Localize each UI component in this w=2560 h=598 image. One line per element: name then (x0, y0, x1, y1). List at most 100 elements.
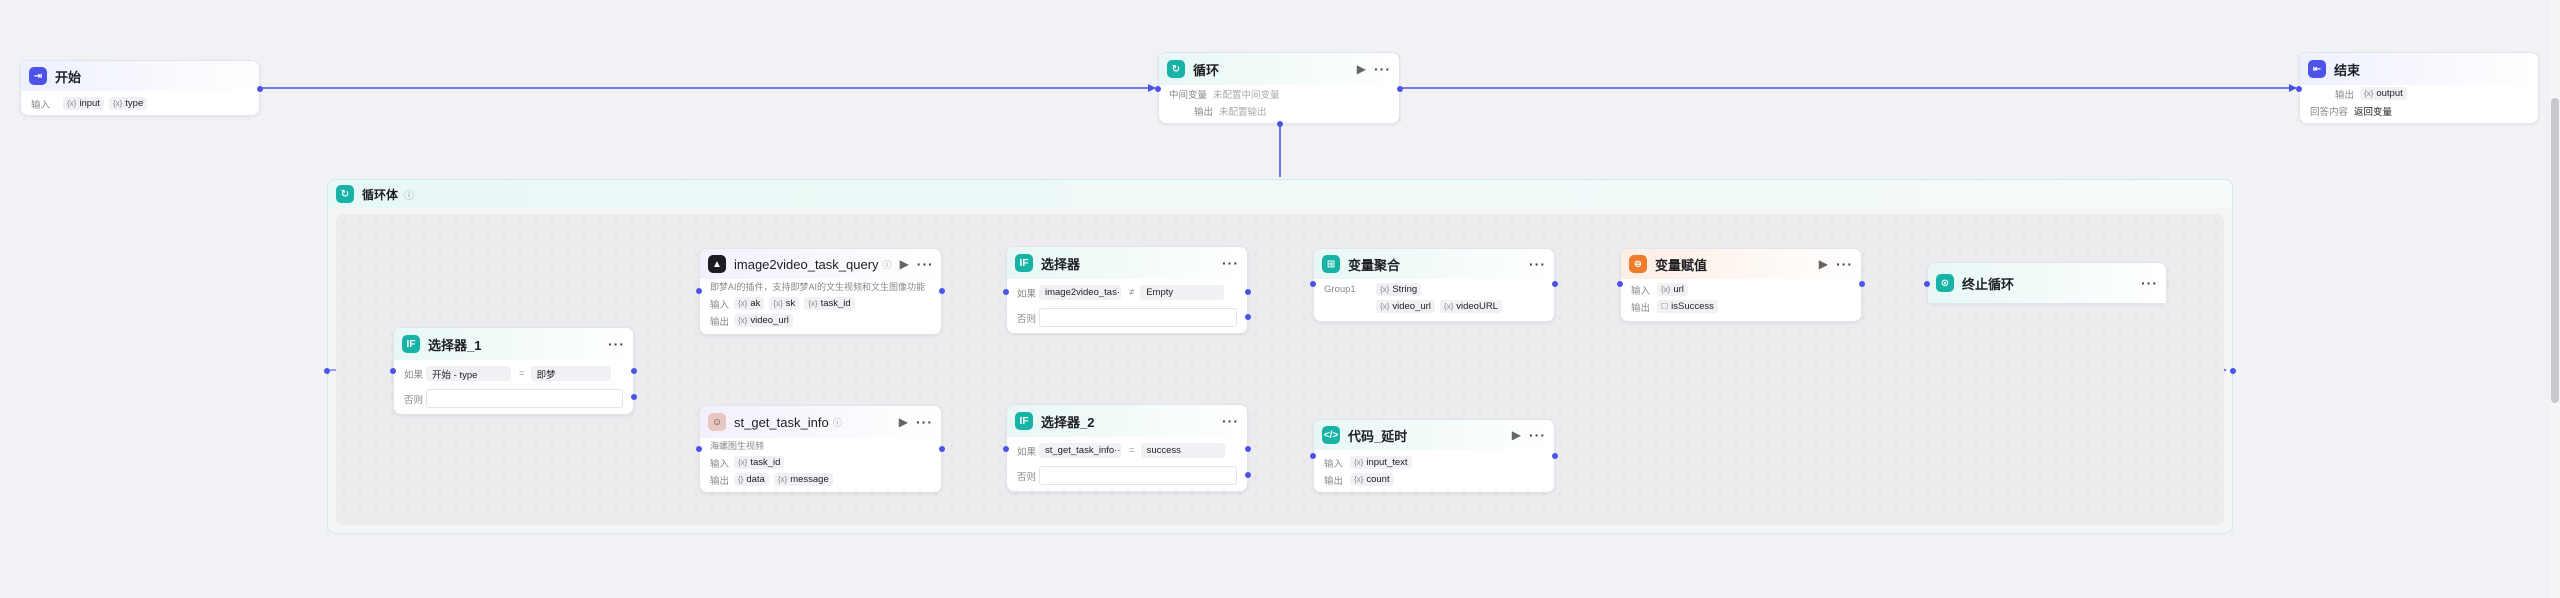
input-handle[interactable] (1924, 281, 1930, 287)
param-tag: {x}videoURL (1439, 300, 1502, 313)
input-handle[interactable] (1310, 453, 1316, 459)
selector-node[interactable]: IF 选择器 ··· 如果 image2video_tas··· ≠ Empty… (1003, 246, 1251, 334)
condition-operator[interactable]: = (519, 368, 525, 379)
else-box (426, 389, 623, 408)
loop-title: 循环 (1193, 62, 1220, 78)
run-icon[interactable]: ▶ (1356, 62, 1366, 76)
info-icon[interactable]: ⓘ (832, 417, 842, 428)
param-tag: {x}video_url (1376, 300, 1435, 313)
code-title: 代码_延时 (1348, 428, 1408, 444)
input-handle[interactable] (1310, 281, 1316, 287)
start-node[interactable]: ⇥ 开始 输入 {x}input {x}type (20, 60, 263, 116)
param-tag: {x}input_text (1350, 456, 1412, 469)
more-menu-icon[interactable]: ··· (916, 256, 934, 272)
else-output-handle[interactable] (1245, 472, 1251, 478)
info-icon[interactable]: ⓘ (882, 259, 892, 270)
condition-operator[interactable]: = (1129, 445, 1135, 456)
input-label: 输入 (1324, 458, 1344, 470)
more-menu-icon[interactable]: ··· (1836, 256, 1853, 272)
param-tag: {}data (734, 473, 769, 486)
plugin-avatar-icon: ☺ (708, 413, 726, 431)
output-handle[interactable] (939, 288, 945, 294)
input-handle[interactable] (1003, 289, 1009, 295)
st-get-task-info-node[interactable]: ☺ st_get_task_info ⓘ ▶ ··· 海螺图生视频 输入 {x}… (696, 405, 945, 493)
group-label: Group1 (1324, 284, 1356, 295)
scrollbar-thumb[interactable] (2551, 98, 2559, 403)
start-output-handle[interactable] (257, 86, 263, 92)
node-description: 即梦AI的插件，支持即梦AI的文生视频和文生图像功能 (710, 282, 926, 292)
condition-left[interactable]: st_get_task_info··· (1039, 443, 1121, 458)
param-tag: {x}count (1350, 473, 1394, 486)
condition-operator[interactable]: ≠ (1129, 287, 1135, 298)
loop-output-handle[interactable] (1397, 86, 1403, 92)
input-handle[interactable] (390, 368, 396, 374)
more-menu-icon[interactable]: ··· (1529, 256, 1546, 272)
loop-body-canvas[interactable] (336, 214, 2224, 525)
input-label: 输入 (1631, 285, 1651, 297)
condition-left[interactable]: 开始 - type (426, 366, 511, 381)
info-icon[interactable]: ⓘ (404, 190, 415, 202)
if-output-handle[interactable] (1245, 446, 1251, 452)
input-handle[interactable] (696, 446, 702, 452)
output-handle[interactable] (1552, 453, 1558, 459)
output-label: 输出 (710, 316, 730, 328)
condition-left[interactable]: image2video_tas··· (1039, 285, 1121, 300)
more-menu-icon[interactable]: ··· (2141, 275, 2158, 291)
condition-right[interactable]: Empty (1140, 285, 1225, 300)
selector2-node[interactable]: IF 选择器_2 ··· 如果 st_get_task_info··· = su… (1003, 404, 1251, 492)
else-label: 否则 (1017, 313, 1037, 325)
output-handle[interactable] (1859, 281, 1865, 287)
loop-input-handle[interactable] (1155, 86, 1161, 92)
param-tag: {x}message (773, 473, 833, 486)
stop-title: 终止循环 (1962, 276, 2015, 292)
input-handle[interactable] (1003, 446, 1009, 452)
run-icon[interactable]: ▶ (898, 415, 908, 429)
more-menu-icon[interactable]: ··· (1222, 413, 1239, 429)
loop-node[interactable]: ↻ 循环 ▶ ··· 中间变量未配置中间变量 输出未配置输出 (1155, 52, 1403, 127)
stop-icon: ⊙ (1936, 274, 1954, 292)
code-delay-node[interactable]: </> 代码_延时 ▶ ··· 输入 {x}input_text 输出 {x}c… (1310, 419, 1558, 493)
run-icon[interactable]: ▶ (899, 257, 909, 271)
end-title: 结束 (2334, 62, 2361, 78)
else-label: 否则 (404, 394, 424, 406)
run-icon[interactable]: ▶ (1511, 428, 1521, 442)
loop-body-exit-handle[interactable] (2230, 368, 2236, 374)
input-label: 输入 (710, 299, 730, 311)
selector1-node[interactable]: IF 选择器_1 ··· 如果 开始 - type = 即梦 否则 (390, 327, 637, 415)
end-input-handle[interactable] (2296, 86, 2302, 92)
code-icon: </> (1322, 426, 1340, 444)
output-handle[interactable] (1552, 281, 1558, 287)
output-handle[interactable] (939, 446, 945, 452)
img2video-node[interactable]: ▲ image2video_task_query ⓘ ▶ ··· 即梦AI的插件… (696, 248, 945, 335)
if-output-handle[interactable] (631, 368, 637, 374)
input-handle[interactable] (1617, 281, 1623, 287)
input-label: 输入 (710, 458, 730, 470)
loop-body-icon: ↻ (336, 185, 354, 203)
stop-loop-node[interactable]: ⊙ 终止循环 ··· (1924, 262, 2167, 304)
more-menu-icon[interactable]: ··· (1222, 255, 1239, 271)
loop-body-handle[interactable] (1277, 121, 1283, 127)
more-menu-icon[interactable]: ··· (1529, 427, 1546, 443)
more-menu-icon[interactable]: ··· (916, 414, 933, 430)
assign-title: 变量赋值 (1655, 257, 1708, 273)
loop-body-entry-handle[interactable] (324, 368, 330, 374)
loop-out-label: 输出 (1193, 106, 1213, 118)
assign-icon: ⊜ (1629, 255, 1647, 273)
condition-right[interactable]: 即梦 (530, 366, 611, 381)
else-output-handle[interactable] (1245, 314, 1251, 320)
if-output-handle[interactable] (1245, 289, 1251, 295)
assign-node[interactable]: ⊜ 变量赋值 ▶ ··· 输入 {x}url 输出 ☐isSuccess (1617, 248, 1865, 322)
end-answer-value: 返回变量 (2354, 106, 2393, 118)
param-tag: {x}task_id (734, 456, 785, 469)
condition-right[interactable]: success (1140, 443, 1225, 458)
else-output-handle[interactable] (631, 394, 637, 400)
run-icon[interactable]: ▶ (1818, 257, 1828, 271)
end-node[interactable]: ⇤ 结束 输出{x}output 回答内容返回变量 (2296, 52, 2539, 124)
start-title: 开始 (55, 69, 82, 85)
loop-body-container[interactable]: ↻ 循环体 ⓘ (324, 179, 2236, 534)
more-menu-icon[interactable]: ··· (608, 336, 625, 352)
more-menu-icon[interactable]: ··· (1374, 61, 1391, 77)
input-handle[interactable] (696, 288, 702, 294)
aggregate-node[interactable]: ⊞ 变量聚合 ··· Group1 {x}String {x}video_url… (1310, 248, 1558, 322)
end-answer-label: 回答内容 (2310, 106, 2349, 118)
